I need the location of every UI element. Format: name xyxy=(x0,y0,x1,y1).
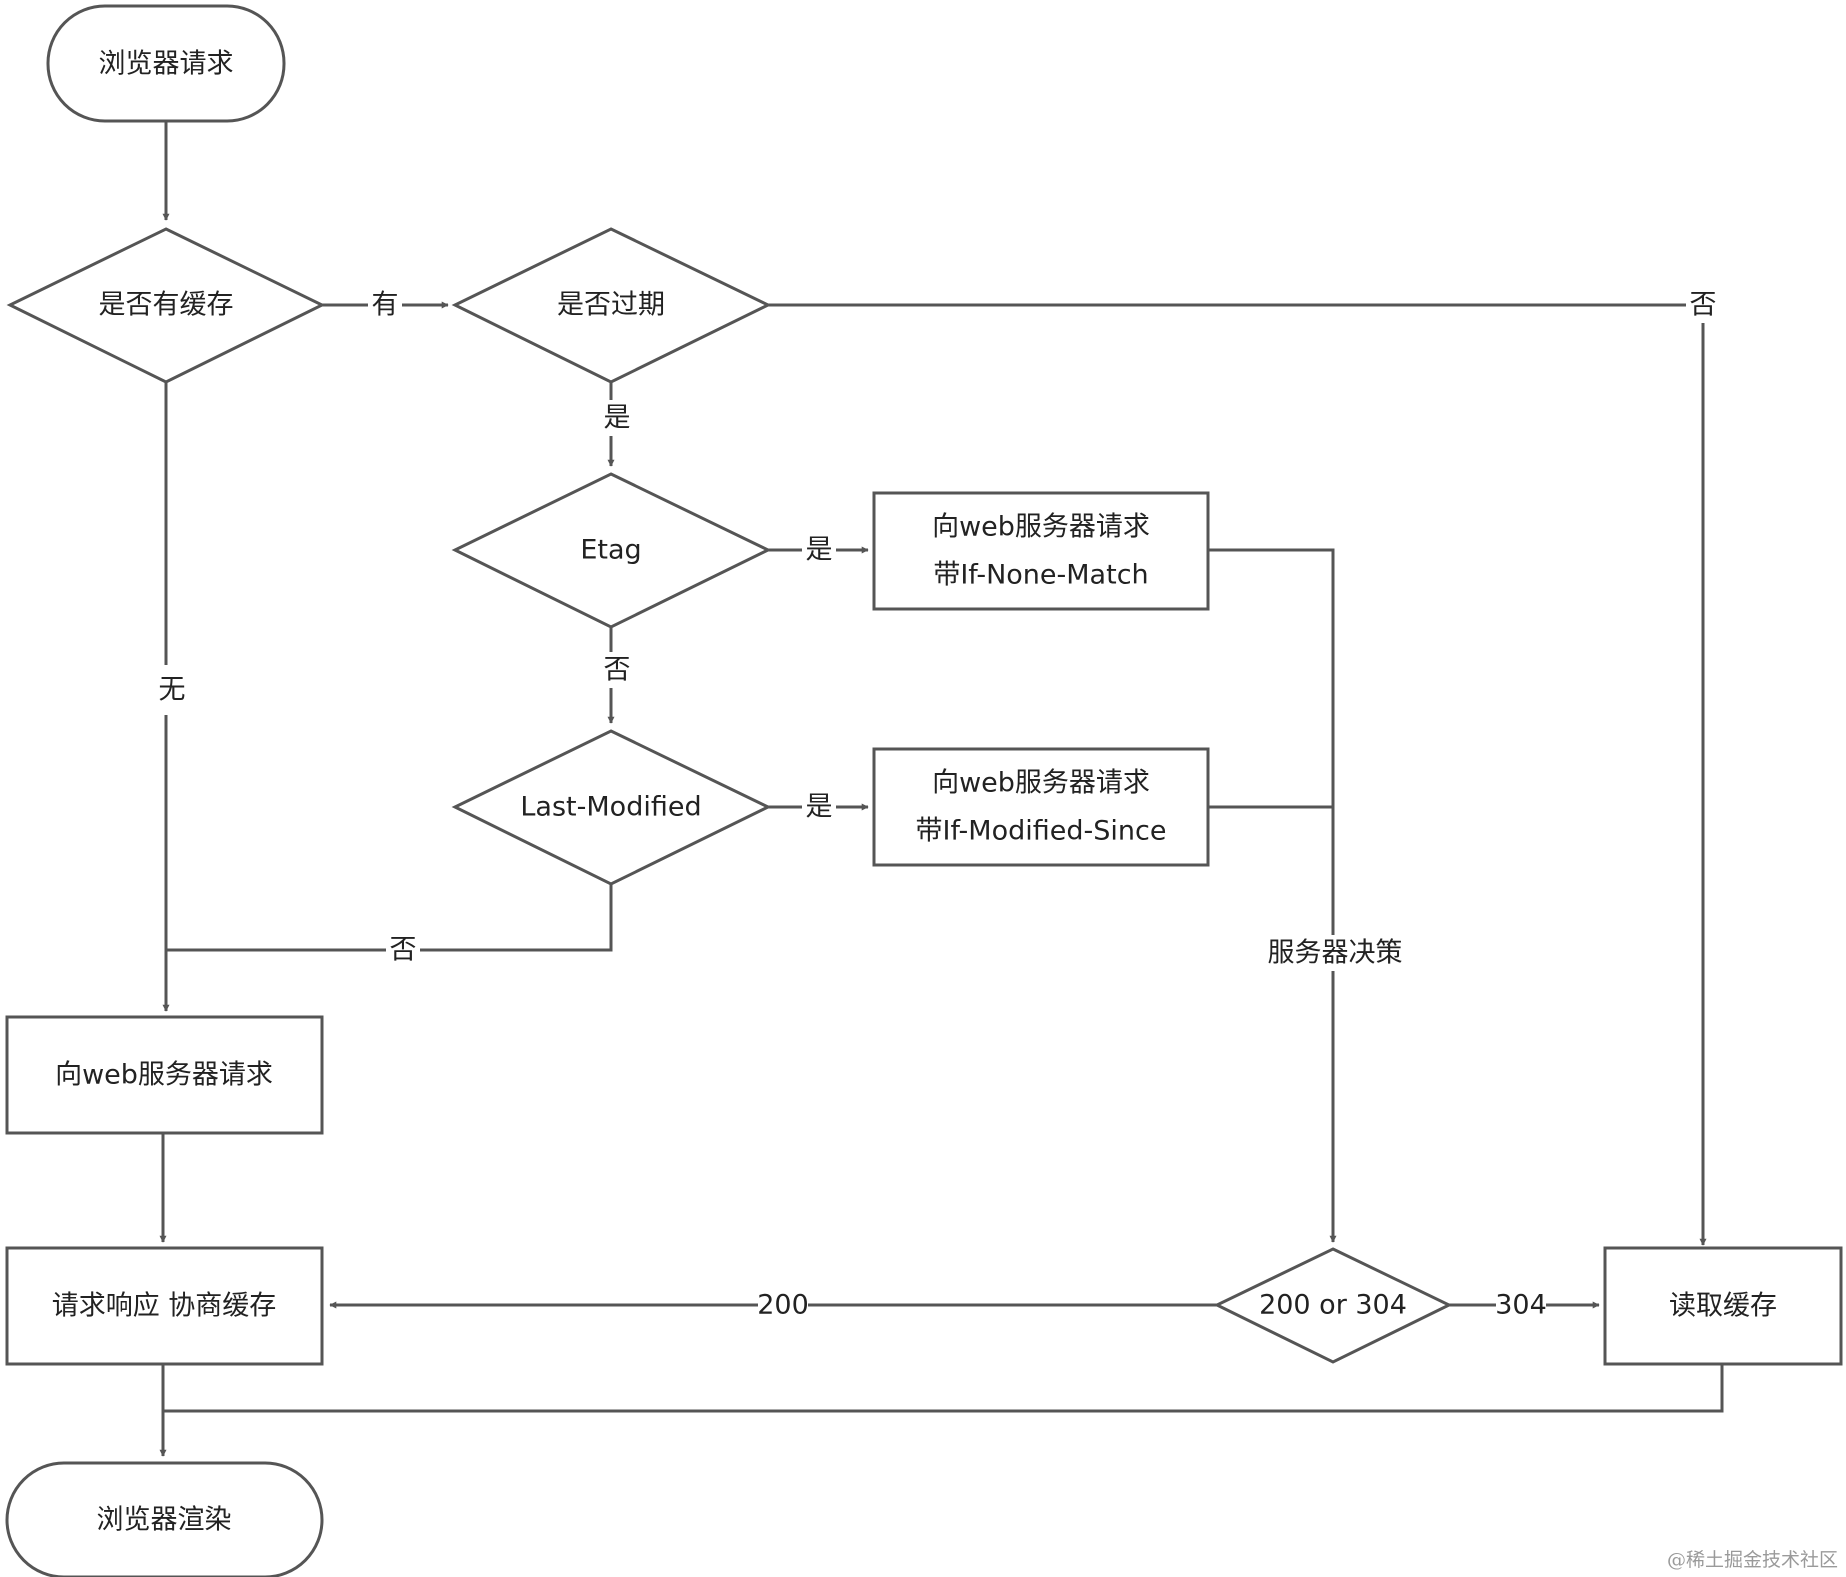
nodes: 浏览器请求 是否有缓存 是否过期 Etag 向web服务器请求 带If-None… xyxy=(5,4,1843,1577)
edge-label-200-text: 200 xyxy=(757,1290,809,1321)
node-negotiate: 请求响应 协商缓存 xyxy=(5,1246,324,1366)
edge-label-expired-no-text: 否 xyxy=(1690,290,1717,321)
node-negotiate-text: 请求响应 协商缓存 xyxy=(52,1291,277,1322)
node-render-shape xyxy=(5,1461,324,1577)
edge-label-lm-yes: 是 xyxy=(802,789,836,825)
edge-label-etag-yes: 是 xyxy=(802,532,836,568)
node-expired-text: 是否过期 xyxy=(557,290,665,321)
node-render-text: 浏览器渲染 xyxy=(97,1505,232,1536)
edge-label-200: 200 xyxy=(757,1287,809,1323)
watermark-text: @稀土掘金技术社区 xyxy=(1667,1549,1838,1571)
edge-label-has-text: 有 xyxy=(372,290,399,321)
node-etag-request-line1: 向web服务器请求 xyxy=(932,512,1150,543)
edge-label-etag-yes-text: 是 xyxy=(806,535,833,566)
edge-label-server-decision-text: 服务器决策 xyxy=(1268,938,1403,969)
edge-label-lm-no: 否 xyxy=(386,932,420,968)
node-read-cache-text: 读取缓存 xyxy=(1669,1291,1777,1322)
node-expired: 是否过期 xyxy=(451,227,772,384)
node-last-modified: Last-Modified xyxy=(451,729,772,886)
node-start-text: 浏览器请求 xyxy=(99,49,234,80)
edge-label-304-text: 304 xyxy=(1495,1290,1547,1321)
node-has-cache-text: 是否有缓存 xyxy=(99,290,234,321)
node-start-shape xyxy=(46,4,286,123)
node-etag: Etag xyxy=(451,472,772,629)
node-web-request-text: 向web服务器请求 xyxy=(55,1060,273,1091)
edge-label-etag-no: 否 xyxy=(600,652,634,688)
edge-read-cache-to-render xyxy=(163,1364,1724,1413)
node-etag-shape xyxy=(451,472,772,629)
edge-label-304: 304 xyxy=(1495,1287,1547,1323)
node-etag-request: 向web服务器请求 带If-None-Match xyxy=(872,491,1210,611)
edge-label-server-decision: 服务器决策 xyxy=(1268,935,1403,971)
node-last-modified-shape xyxy=(451,729,772,886)
edge-label-lm-yes-text: 是 xyxy=(806,792,833,823)
node-etag-request-line2: 带If-None-Match xyxy=(933,560,1148,591)
node-status-text: 200 or 304 xyxy=(1259,1290,1407,1321)
edge-label-expired-yes: 是 xyxy=(600,400,634,436)
edge-label-none: 无 xyxy=(152,665,186,715)
edge-label-has: 有 xyxy=(368,287,402,323)
node-status: 200 or 304 xyxy=(1213,1247,1453,1364)
node-lm-request: 向web服务器请求 带If-Modified-Since xyxy=(872,747,1210,867)
node-status-shape xyxy=(1213,1247,1453,1364)
node-negotiate-shape xyxy=(5,1246,324,1366)
node-lm-request-line2: 带If-Modified-Since xyxy=(916,816,1167,847)
edge-etag-request-to-status xyxy=(1208,548,1337,1243)
edge-last-modified-to-web-request xyxy=(166,884,613,952)
edge-label-none-text: 无 xyxy=(159,675,186,706)
node-has-cache: 是否有缓存 xyxy=(6,227,326,384)
node-start: 浏览器请求 xyxy=(46,4,286,123)
node-web-request-shape xyxy=(5,1015,324,1135)
edge-label-expired-no: 否 xyxy=(1686,287,1720,323)
node-lm-request-line1: 向web服务器请求 xyxy=(932,768,1150,799)
node-etag-text: Etag xyxy=(580,535,641,566)
node-lm-request-shape xyxy=(872,747,1210,867)
edge-label-etag-no-text: 否 xyxy=(604,655,631,686)
edge-labels: 有 无 是 否 是 否 是 否 xyxy=(152,287,1720,1323)
node-expired-shape xyxy=(451,227,772,384)
edge-label-expired-yes-text: 是 xyxy=(604,403,631,434)
node-last-modified-text: Last-Modified xyxy=(520,792,701,823)
node-read-cache-shape xyxy=(1603,1246,1843,1366)
node-web-request: 向web服务器请求 xyxy=(5,1015,324,1135)
node-has-cache-shape xyxy=(6,227,326,384)
node-read-cache: 读取缓存 xyxy=(1603,1246,1843,1366)
edge-label-lm-no-text: 否 xyxy=(390,935,417,966)
node-etag-request-shape xyxy=(872,491,1210,611)
node-render: 浏览器渲染 xyxy=(5,1461,324,1577)
